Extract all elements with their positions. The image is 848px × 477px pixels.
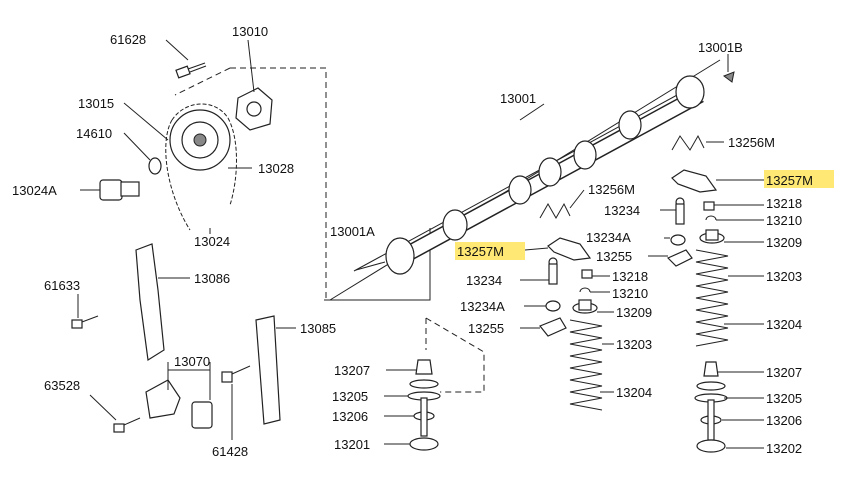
label-13255-right: 13255 (596, 249, 632, 264)
label-13204-right: 13204 (766, 317, 802, 332)
valve-13202 (694, 361, 728, 453)
rocker-arm-13257M-left (547, 237, 592, 261)
label-13234-left: 13234 (466, 273, 502, 288)
bolt-61628 (175, 62, 207, 79)
label-13256M-right: 13256M (728, 135, 775, 150)
label-13206-left: 13206 (332, 409, 368, 424)
plate-13010 (235, 87, 273, 131)
pivot-13234-left (548, 257, 558, 285)
outer-spring-13203-right (695, 249, 729, 347)
valve-spring-13209-left (572, 299, 598, 314)
label-13234A-left: 13234A (460, 299, 505, 314)
bolt-61633 (71, 315, 99, 329)
label-13257M-right: 13257M (766, 173, 813, 188)
highlight-13257M-right (764, 170, 834, 188)
spring-clip-13256M-right (671, 134, 705, 151)
label-13257M-left: 13257M (457, 244, 504, 259)
label-61628: 61628 (110, 32, 146, 47)
label-13256M-left: 13256M (588, 182, 635, 197)
rocker-arm-13257M-right (671, 169, 718, 193)
nut-13234A-right (670, 234, 686, 246)
label-13204-left: 13204 (616, 385, 652, 400)
label-13218-right: 13218 (766, 196, 802, 211)
outer-spring-13203-left (569, 319, 603, 411)
label-13234-right: 13234 (604, 203, 640, 218)
retainer-13210-right (705, 215, 717, 221)
spring-clip-13256M-left (539, 202, 571, 220)
timing-cover-outline (230, 67, 327, 300)
camshaft-13001 (355, 75, 705, 275)
label-14610: 14610 (76, 126, 112, 141)
label-13024A: 13024A (12, 183, 57, 198)
bolt-13024A (99, 179, 140, 201)
label-13207-right: 13207 (766, 365, 802, 380)
cam-sprocket (169, 109, 231, 171)
label-13234A-right: 13234A (586, 230, 631, 245)
label-13206-right: 13206 (766, 413, 802, 428)
label-13028: 13028 (258, 161, 294, 176)
retainer-13210-left (579, 287, 591, 293)
valve-dashed-bracket (425, 317, 485, 393)
lash-adjuster-13218-left (581, 269, 593, 279)
tensioner-13070 (145, 379, 213, 429)
label-13209-right: 13209 (766, 235, 802, 250)
label-13001: 13001 (500, 91, 536, 106)
timing-chain-13024 (165, 103, 237, 231)
label-13015: 13015 (78, 96, 114, 111)
label-13255-left: 13255 (468, 321, 504, 336)
washer-14610 (148, 157, 162, 175)
label-13086: 13086 (194, 271, 230, 286)
valve-spring-13209-right (699, 229, 725, 244)
plug-13001B (722, 71, 735, 83)
chain-guide-13085 (255, 315, 281, 425)
label-13218-left: 13218 (612, 269, 648, 284)
bolt-63528 (113, 417, 141, 433)
label-13001A: 13001A (330, 224, 375, 239)
label-13210-right: 13210 (766, 213, 802, 228)
gasket-13255-right (666, 249, 693, 267)
label-13210-left: 13210 (612, 286, 648, 301)
pivot-13234-right (675, 197, 685, 225)
chain-guide-13086 (135, 243, 165, 362)
label-13202: 13202 (766, 441, 802, 456)
label-61633: 61633 (44, 278, 80, 293)
highlight-13257M-left (455, 242, 525, 260)
label-13203-right: 13203 (766, 269, 802, 284)
nut-13234A-left (545, 300, 561, 312)
label-13070: 13070 (174, 354, 210, 369)
label-13205-right: 13205 (766, 391, 802, 406)
bolt-61428 (221, 365, 251, 383)
label-13001B: 13001B (698, 40, 743, 55)
label-13207-left: 13207 (334, 363, 370, 378)
label-13085: 13085 (300, 321, 336, 336)
label-13203-left: 13203 (616, 337, 652, 352)
gasket-13255-left (539, 317, 567, 337)
lash-adjuster-13218-right (703, 201, 715, 211)
label-13201: 13201 (334, 437, 370, 452)
label-13010: 13010 (232, 24, 268, 39)
valve-13201 (407, 359, 441, 451)
camshaft-bracket (324, 228, 431, 301)
label-61428: 61428 (212, 444, 248, 459)
label-13024: 13024 (194, 234, 230, 249)
label-63528: 63528 (44, 378, 80, 393)
label-13209-left: 13209 (616, 305, 652, 320)
label-13205-left: 13205 (332, 389, 368, 404)
